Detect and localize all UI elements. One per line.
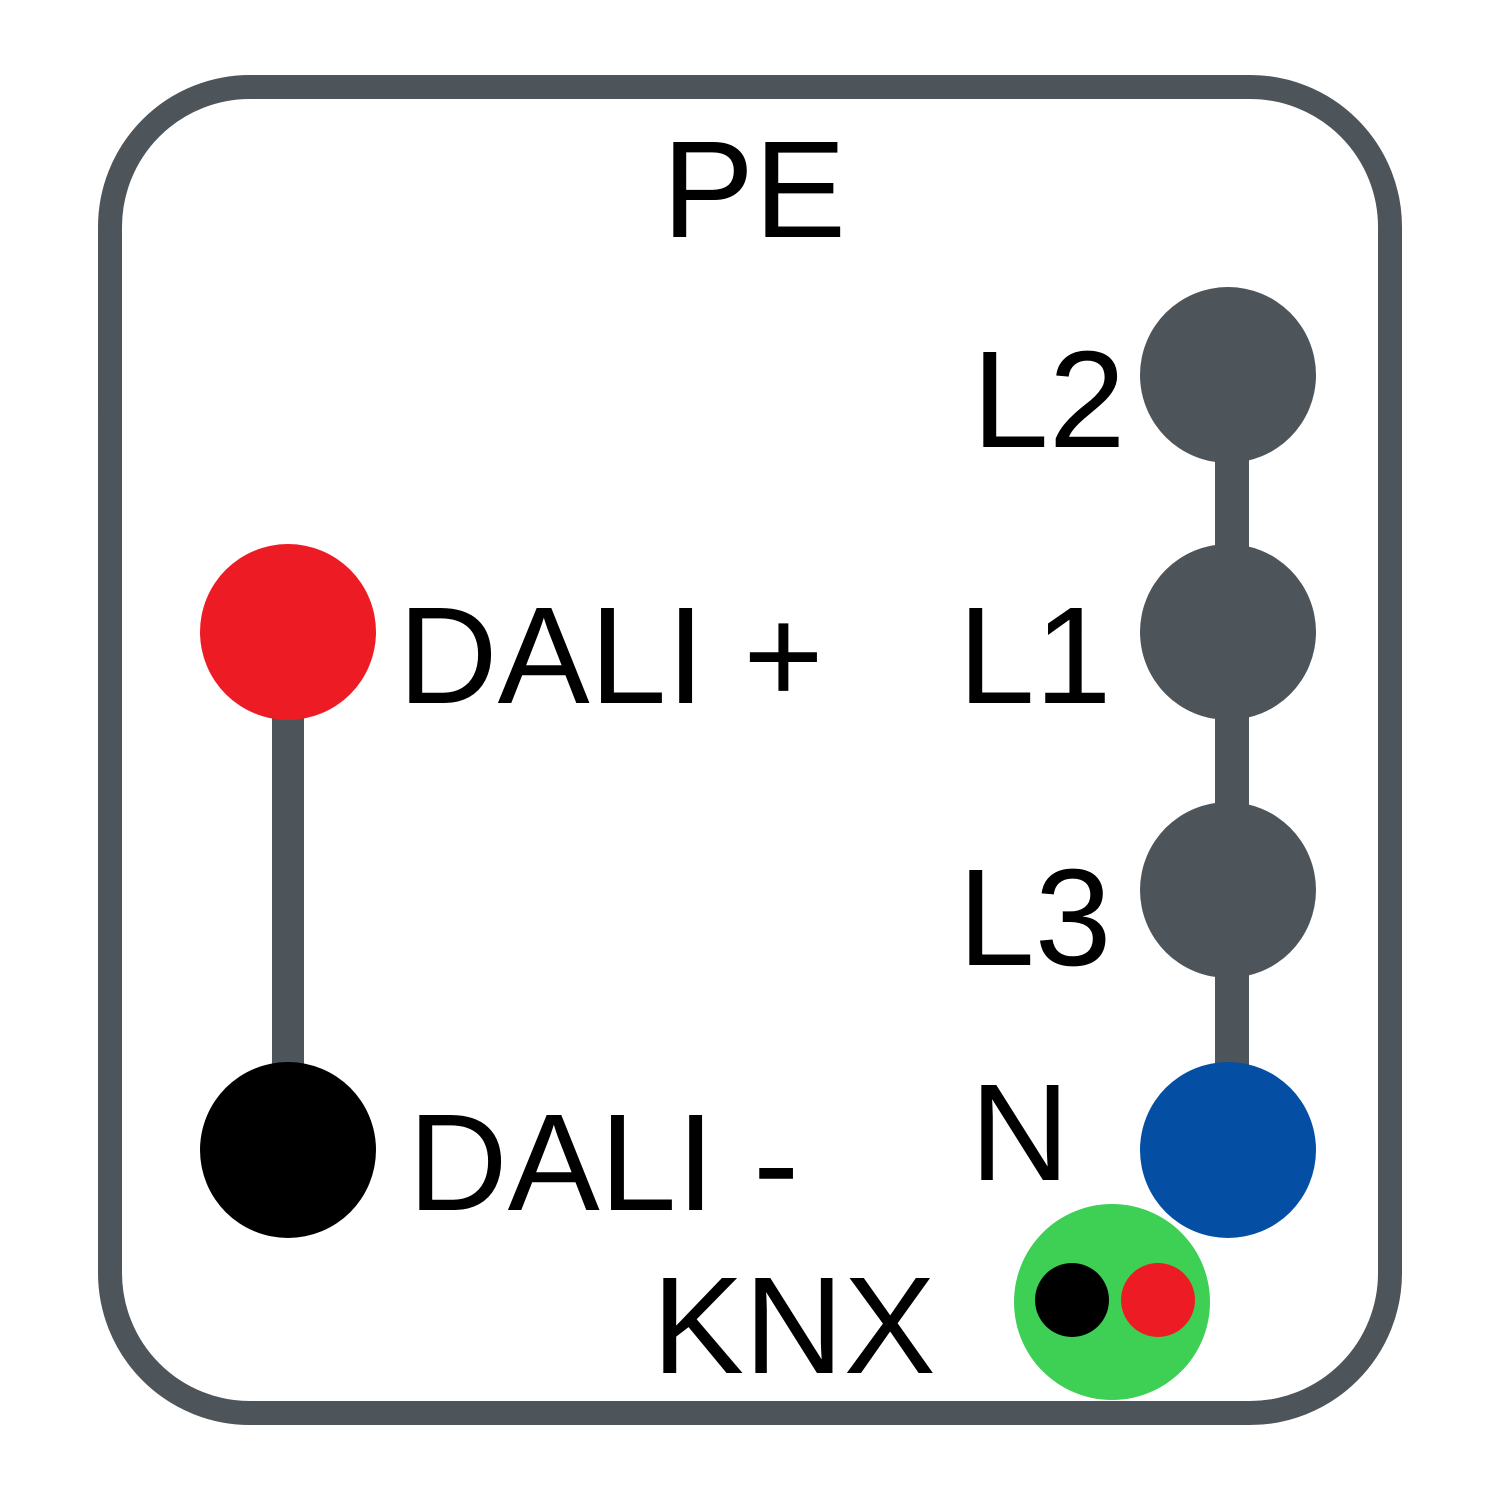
label-l2: L2 (972, 323, 1126, 477)
label-l3: L3 (958, 841, 1112, 995)
knx-minus-dot (1035, 1263, 1109, 1337)
terminal-knx (1014, 1204, 1210, 1400)
label-l1: L1 (958, 579, 1112, 733)
terminal-dali-minus (200, 1062, 376, 1238)
terminal-dali-plus (200, 544, 376, 720)
terminal-l1 (1140, 544, 1316, 720)
label-knx: KNX (652, 1249, 936, 1403)
terminal-l3 (1140, 802, 1316, 978)
pe-label: PE (662, 113, 846, 267)
knx-plus-dot (1121, 1263, 1195, 1337)
label-dali-minus: DALI - (408, 1086, 799, 1240)
frame (98, 75, 1402, 1425)
phase-bus-line (1215, 375, 1249, 1150)
label-n: N (970, 1056, 1070, 1210)
terminal-n (1140, 1062, 1316, 1238)
label-dali-plus: DALI + (398, 579, 824, 733)
terminal-l2 (1140, 287, 1316, 463)
